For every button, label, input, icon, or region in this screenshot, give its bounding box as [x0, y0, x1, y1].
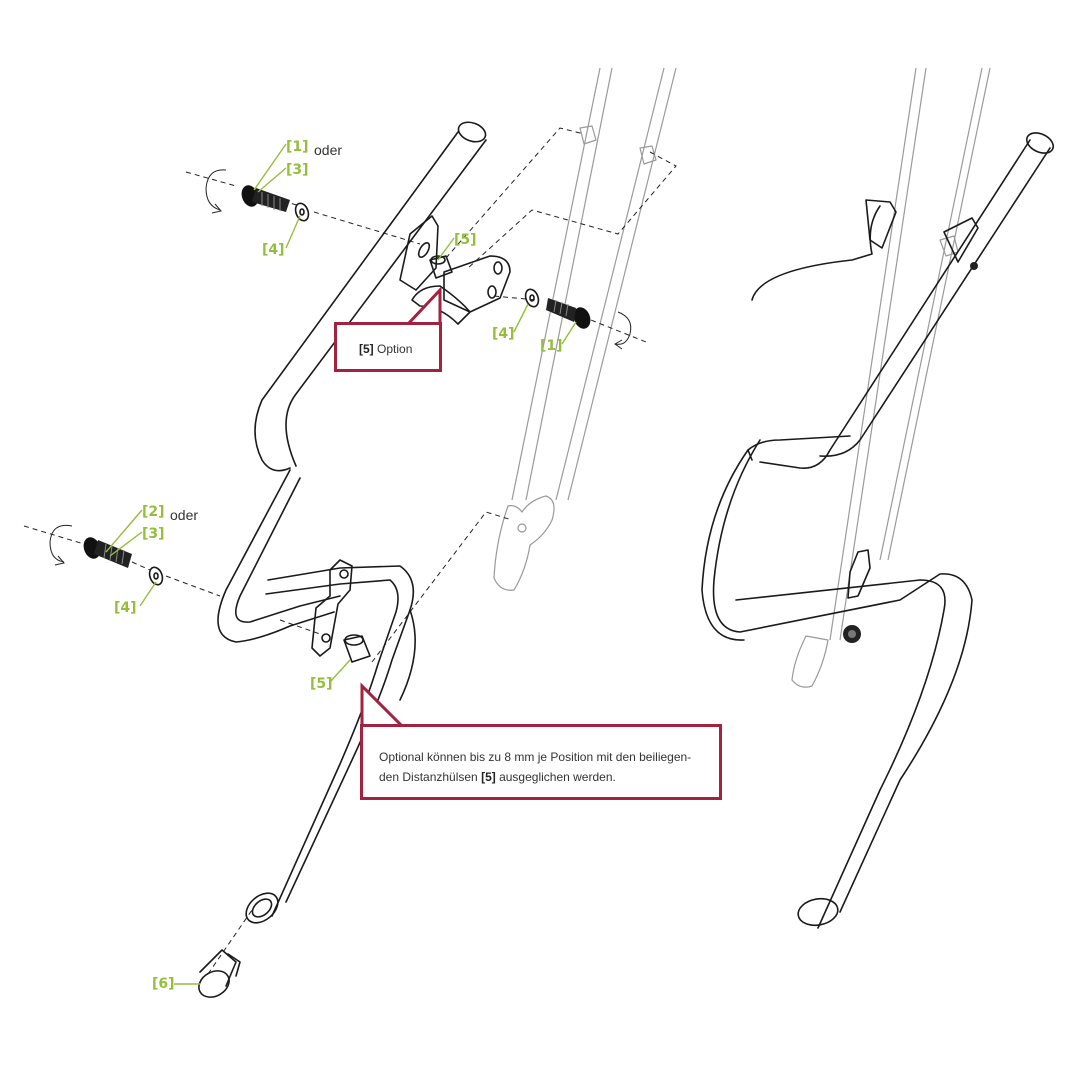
label-washer-4-right: [4] — [492, 326, 515, 342]
label-screw-3-top: [3] — [286, 162, 309, 178]
callout-note-line2-pre: den Distanzhülsen — [379, 770, 482, 784]
fork-leg-right-ghost — [791, 67, 991, 688]
callout-note-ref: [5] — [481, 770, 496, 784]
label-screw-3-mid: [3] — [142, 526, 165, 542]
end-cap — [198, 949, 241, 998]
callout-option-ref: [5] — [359, 342, 374, 356]
callout-pointers — [360, 286, 442, 728]
callout-option-text: Option — [373, 342, 413, 356]
bolt-right — [546, 298, 591, 329]
label-leader-lines — [105, 143, 577, 985]
label-screw-2-mid: [2] — [142, 504, 165, 520]
callout-note-line2-post: ausgeglichen werden. — [495, 770, 616, 784]
label-washer-4-mid: [4] — [114, 600, 137, 616]
guard-tube-right-assembled — [701, 132, 1055, 929]
label-oder-mid: oder — [170, 507, 198, 523]
assembly-guide-lines — [23, 127, 677, 975]
callout-option: [5] Option — [334, 322, 442, 372]
mount-bracket-top — [399, 215, 511, 325]
fork-leg-left-ghost — [493, 67, 677, 591]
label-screw-1-right: [1] — [540, 338, 563, 354]
washer-mid-left — [148, 566, 164, 586]
label-screw-1-top: [1] — [286, 139, 309, 155]
spacer-mid — [343, 634, 371, 663]
guard-tube-left — [217, 121, 487, 924]
callout-note-line1: Optional können bis zu 8 mm je Position … — [379, 750, 692, 764]
washer-right — [524, 288, 540, 308]
label-cap-6: [6] — [152, 976, 175, 992]
spacer-top — [429, 255, 453, 279]
callout-note: Optional können bis zu 8 mm je Position … — [360, 724, 722, 800]
rotation-arrow-icon — [49, 169, 632, 566]
label-spacer-5-mid: [5] — [310, 676, 333, 692]
bolt-top-left — [241, 185, 290, 212]
washer-top-left — [294, 202, 310, 222]
label-spacer-5-top: [5] — [454, 232, 477, 248]
label-washer-4-top: [4] — [262, 242, 285, 258]
mount-bracket-mid — [311, 559, 353, 657]
label-oder-top: oder — [314, 142, 342, 158]
